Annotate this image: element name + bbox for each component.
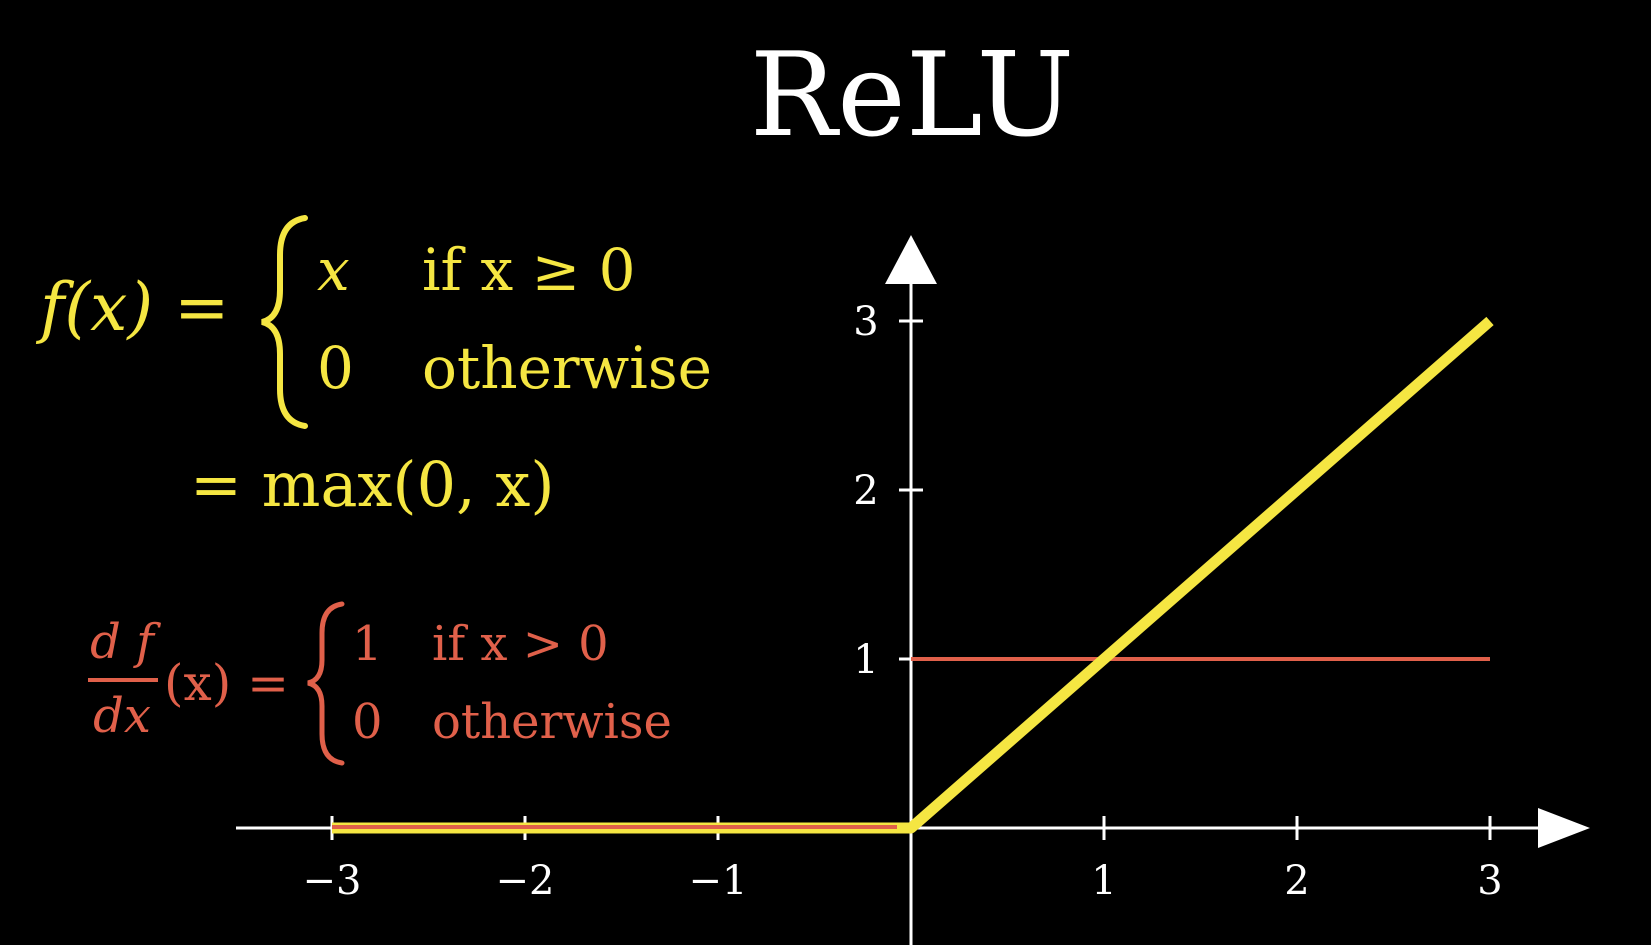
x-axis-arrow xyxy=(1538,808,1590,848)
formula-case2-condition: otherwise xyxy=(422,334,712,402)
relu-formula: f(x) = x if x ≥ 0 0 otherwise = max(0, x… xyxy=(35,215,712,521)
derivative-lhs: (x) = xyxy=(164,654,289,712)
x-tick-label: −1 xyxy=(689,858,748,904)
derivative-case2-condition: otherwise xyxy=(432,694,672,750)
x-tick-label: −3 xyxy=(303,858,362,904)
relu-chart: −3 −2 −1 1 2 3 1 2 3 xyxy=(236,235,1590,945)
formula-case2-value: 0 xyxy=(317,334,354,402)
formula-case1-value: x xyxy=(317,236,350,304)
page-title: ReLU xyxy=(750,28,1074,163)
formula-max-form: = max(0, x) xyxy=(190,448,555,521)
derivative-brace xyxy=(307,601,345,766)
y-tick-label: 3 xyxy=(853,299,878,345)
derivative-numerator: d f xyxy=(90,614,161,670)
x-tick-label: 2 xyxy=(1284,858,1309,904)
derivative-case1-value: 1 xyxy=(352,616,383,672)
derivative-formula: d f dx (x) = 1 if x > 0 0 otherwise xyxy=(88,601,672,766)
formula-case1-condition: if x ≥ 0 xyxy=(422,236,636,304)
x-tick-label: −2 xyxy=(496,858,555,904)
y-tick-label: 1 xyxy=(853,637,878,683)
formula-lhs: f(x) = xyxy=(35,269,229,346)
derivative-case2-value: 0 xyxy=(352,694,383,750)
x-tick-label: 1 xyxy=(1091,858,1116,904)
formula-brace xyxy=(261,215,308,429)
derivative-case1-condition: if x > 0 xyxy=(432,616,609,672)
derivative-denominator: dx xyxy=(93,688,151,744)
x-tick-label: 3 xyxy=(1477,858,1502,904)
y-axis-arrow xyxy=(885,235,937,284)
y-tick-label: 2 xyxy=(853,468,878,514)
